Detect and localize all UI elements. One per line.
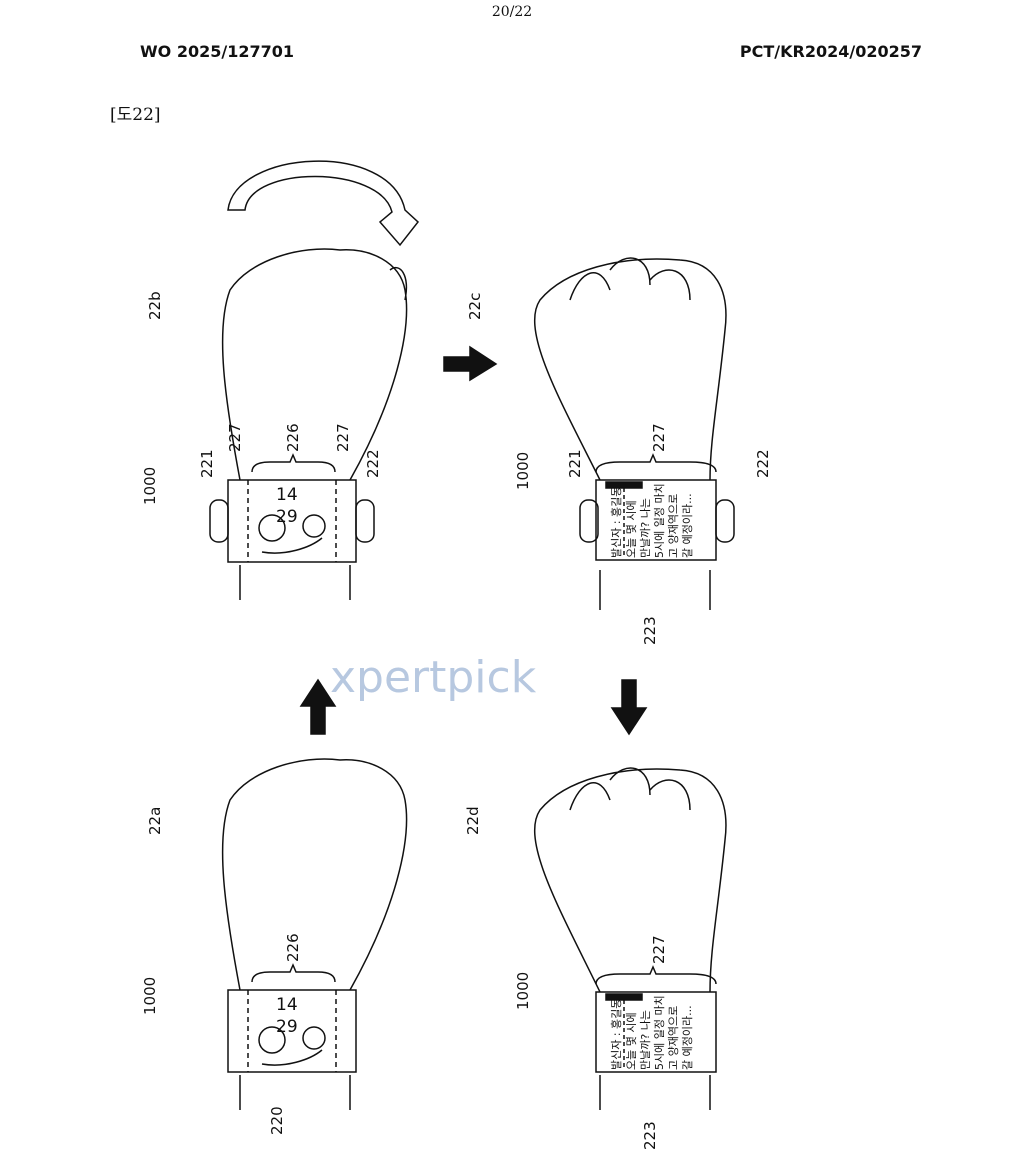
svg-text:고 양재역으로: 고 양재역으로	[667, 494, 680, 558]
label-220: 220	[268, 1106, 286, 1135]
arrow-up-icon	[299, 678, 337, 735]
svg-text:만날까? 나는: 만날까? 나는	[639, 1010, 652, 1070]
label-1000: 1000	[514, 972, 532, 1010]
svg-text:갈 예정이라...: 갈 예정이라...	[680, 1005, 694, 1070]
svg-text:5시에 일정 마치: 5시에 일정 마치	[652, 995, 666, 1070]
label-227: 227	[226, 423, 244, 452]
hand-22c	[533, 257, 735, 610]
label-227: 227	[650, 423, 668, 452]
page-number: 20/22	[491, 4, 533, 20]
label-22c: 22c	[466, 293, 484, 320]
label-1000: 1000	[141, 467, 159, 505]
watch-hour: 14	[276, 485, 298, 505]
label-22a: 22a	[146, 807, 164, 835]
svg-text:오늘 몇 시에: 오늘 몇 시에	[625, 1012, 638, 1070]
hand-22d	[533, 767, 727, 1110]
hand-22a	[221, 758, 408, 1110]
svg-text:고 양재역으로: 고 양재역으로	[667, 1006, 680, 1070]
figure-label: [도22]	[110, 105, 161, 125]
label-221: 221	[198, 449, 216, 478]
arrow-right-icon	[443, 345, 498, 382]
message-screen-22c: 발신자 : 홍길동 오늘 몇 시에 만날까? 나는 5시에 일정 마치 고 양재…	[609, 483, 694, 558]
watch-minute: 29	[276, 507, 298, 527]
application-number: PCT/KR2024/020257	[739, 42, 922, 61]
publication-number: WO 2025/127701	[140, 42, 294, 61]
watch-hour: 14	[276, 995, 298, 1015]
watermark: xpertpick	[330, 652, 537, 703]
svg-text:5시에 일정 마치: 5시에 일정 마치	[652, 483, 666, 558]
svg-text:발신자 : 홍길동: 발신자 : 홍길동	[609, 487, 623, 558]
label-1000: 1000	[141, 977, 159, 1015]
label-22d: 22d	[464, 806, 482, 835]
label-221: 221	[566, 449, 584, 478]
label-223: 223	[641, 616, 659, 645]
label-227: 227	[334, 423, 352, 452]
label-22b: 22b	[146, 291, 164, 320]
label-223: 223	[641, 1121, 659, 1150]
svg-text:갈 예정이라...: 갈 예정이라...	[680, 493, 694, 558]
hand-22b	[209, 248, 408, 600]
label-226: 226	[284, 423, 302, 452]
message-screen-22d: 발신자 : 홍길동 오늘 몇 시에 만날까? 나는 5시에 일정 마치 고 양재…	[609, 995, 694, 1070]
label-222: 222	[754, 449, 772, 478]
svg-text:만날까? 나는: 만날까? 나는	[639, 498, 652, 558]
label-1000: 1000	[514, 452, 532, 490]
label-226: 226	[284, 933, 302, 962]
arrow-down-icon	[610, 679, 648, 736]
svg-text:발신자 : 홍길동: 발신자 : 홍길동	[609, 999, 623, 1070]
label-227: 227	[650, 935, 668, 964]
label-222: 222	[364, 449, 382, 478]
watch-minute: 29	[276, 1017, 298, 1037]
svg-text:오늘 몇 시에: 오늘 몇 시에	[625, 500, 638, 558]
rotation-arrow-icon	[227, 160, 420, 247]
